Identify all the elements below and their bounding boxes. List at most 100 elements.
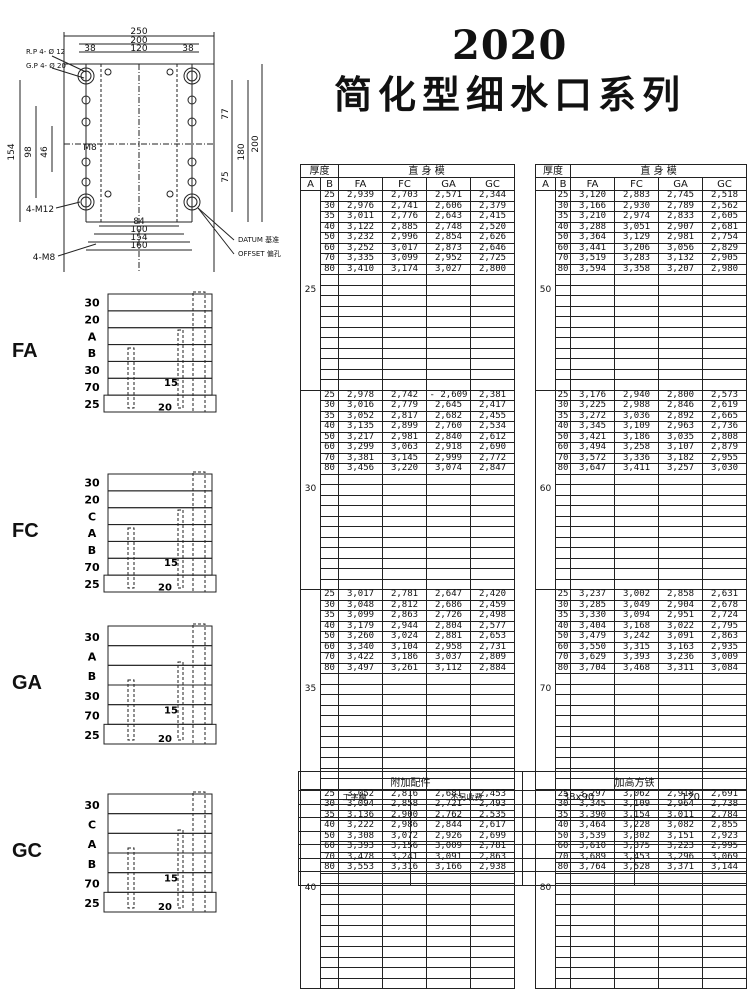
cell-empty bbox=[614, 274, 659, 286]
cell-value: 3,051 bbox=[614, 221, 659, 233]
cell-empty bbox=[426, 725, 471, 737]
cell-value: 3,182 bbox=[658, 452, 703, 464]
table-row bbox=[536, 578, 748, 590]
cell-value: 2,863 bbox=[701, 631, 748, 643]
cell-value: 2,420 bbox=[469, 589, 516, 601]
cell-empty bbox=[570, 494, 615, 506]
cell-b: 35 bbox=[555, 410, 571, 422]
cell-empty bbox=[555, 295, 571, 307]
cell-b: 35 bbox=[555, 211, 571, 223]
cell-empty bbox=[320, 967, 339, 979]
table-row bbox=[536, 526, 748, 538]
cell-empty bbox=[555, 893, 571, 905]
cell-value: 3,017 bbox=[338, 589, 383, 601]
cell-value: 2,344 bbox=[469, 190, 516, 202]
cell-empty bbox=[469, 368, 516, 380]
cell-b: 35 bbox=[320, 211, 339, 223]
cell-empty bbox=[701, 473, 748, 485]
cell-value: 3,381 bbox=[338, 452, 383, 464]
cell-value: 2,873 bbox=[426, 242, 471, 254]
plate-layer bbox=[107, 813, 213, 834]
cell-empty bbox=[555, 715, 571, 727]
offset-label: OFFSET 偏孔 bbox=[238, 249, 281, 258]
cell-empty bbox=[555, 736, 571, 748]
cell-value: 2,840 bbox=[426, 431, 471, 443]
cell-empty bbox=[338, 736, 383, 748]
cell-empty bbox=[426, 368, 471, 380]
cell-value: 3,122 bbox=[338, 221, 383, 233]
cell-empty bbox=[614, 284, 659, 296]
cell-empty bbox=[570, 368, 615, 380]
cell-empty bbox=[469, 305, 516, 317]
cell-empty bbox=[426, 893, 471, 905]
acc-cell bbox=[298, 871, 411, 886]
cell-value: 3,016 bbox=[338, 400, 383, 412]
cell-value: 2,646 bbox=[469, 242, 516, 254]
cell-empty bbox=[701, 274, 748, 286]
table-row bbox=[301, 326, 516, 338]
cell-empty bbox=[382, 935, 427, 947]
cell-empty bbox=[555, 956, 571, 968]
cell-value: - 2,609 bbox=[426, 389, 471, 401]
plate-layer bbox=[107, 664, 213, 686]
pin-outline bbox=[127, 527, 135, 589]
cell-empty bbox=[658, 358, 703, 370]
acc-cell bbox=[410, 844, 523, 859]
cell-b: 40 bbox=[320, 421, 339, 433]
cell-empty bbox=[382, 347, 427, 359]
cell-empty bbox=[614, 379, 659, 391]
layer-label: 70 bbox=[84, 709, 100, 722]
acc-sub-3: 38x90 bbox=[522, 790, 635, 805]
cell-empty bbox=[320, 893, 339, 905]
table-row bbox=[301, 316, 516, 328]
cell-empty bbox=[382, 515, 427, 527]
cell-empty bbox=[701, 967, 748, 979]
cell-empty bbox=[614, 484, 659, 496]
cell-empty bbox=[469, 578, 516, 590]
plate-layer bbox=[107, 473, 213, 492]
cell-value: 2,988 bbox=[614, 400, 659, 412]
acc-cell bbox=[522, 803, 635, 818]
cell-empty bbox=[382, 746, 427, 758]
acc-cell bbox=[298, 857, 411, 872]
head-type: 直 身 模 bbox=[569, 164, 748, 178]
cell-empty bbox=[658, 946, 703, 958]
cell-value: 2,741 bbox=[382, 200, 427, 212]
cell-empty bbox=[614, 473, 659, 485]
cell-empty bbox=[426, 347, 471, 359]
cell-value: 2,415 bbox=[469, 211, 516, 223]
cell-empty bbox=[570, 946, 615, 958]
table-row bbox=[301, 704, 516, 716]
col-a: A bbox=[535, 177, 556, 191]
cell-empty bbox=[658, 316, 703, 328]
layer-label: 30 bbox=[84, 799, 100, 812]
cell-empty bbox=[469, 379, 516, 391]
cell-empty bbox=[701, 578, 748, 590]
cell-value: 3,009 bbox=[701, 652, 748, 664]
cell-empty bbox=[658, 284, 703, 296]
cell-value: 3,456 bbox=[338, 463, 383, 475]
cell-empty bbox=[338, 956, 383, 968]
cell-value: 2,858 bbox=[658, 589, 703, 601]
cell-empty bbox=[658, 526, 703, 538]
cell-value: 2,879 bbox=[701, 442, 748, 454]
cell-empty bbox=[426, 746, 471, 758]
cell-empty bbox=[658, 484, 703, 496]
cell-empty bbox=[701, 547, 748, 559]
cell-value: 3,132 bbox=[658, 253, 703, 265]
cell-empty bbox=[658, 977, 703, 989]
pin-outline bbox=[192, 291, 206, 413]
cell-value: 2,455 bbox=[469, 410, 516, 422]
cell-empty bbox=[469, 358, 516, 370]
cell-empty bbox=[570, 904, 615, 916]
cell-value: 3,120 bbox=[570, 190, 615, 202]
plate-layer bbox=[107, 793, 213, 815]
cell-empty bbox=[555, 694, 571, 706]
cell-value: 3,112 bbox=[426, 662, 471, 674]
cell-value: 2,976 bbox=[338, 200, 383, 212]
table-row bbox=[536, 736, 748, 748]
